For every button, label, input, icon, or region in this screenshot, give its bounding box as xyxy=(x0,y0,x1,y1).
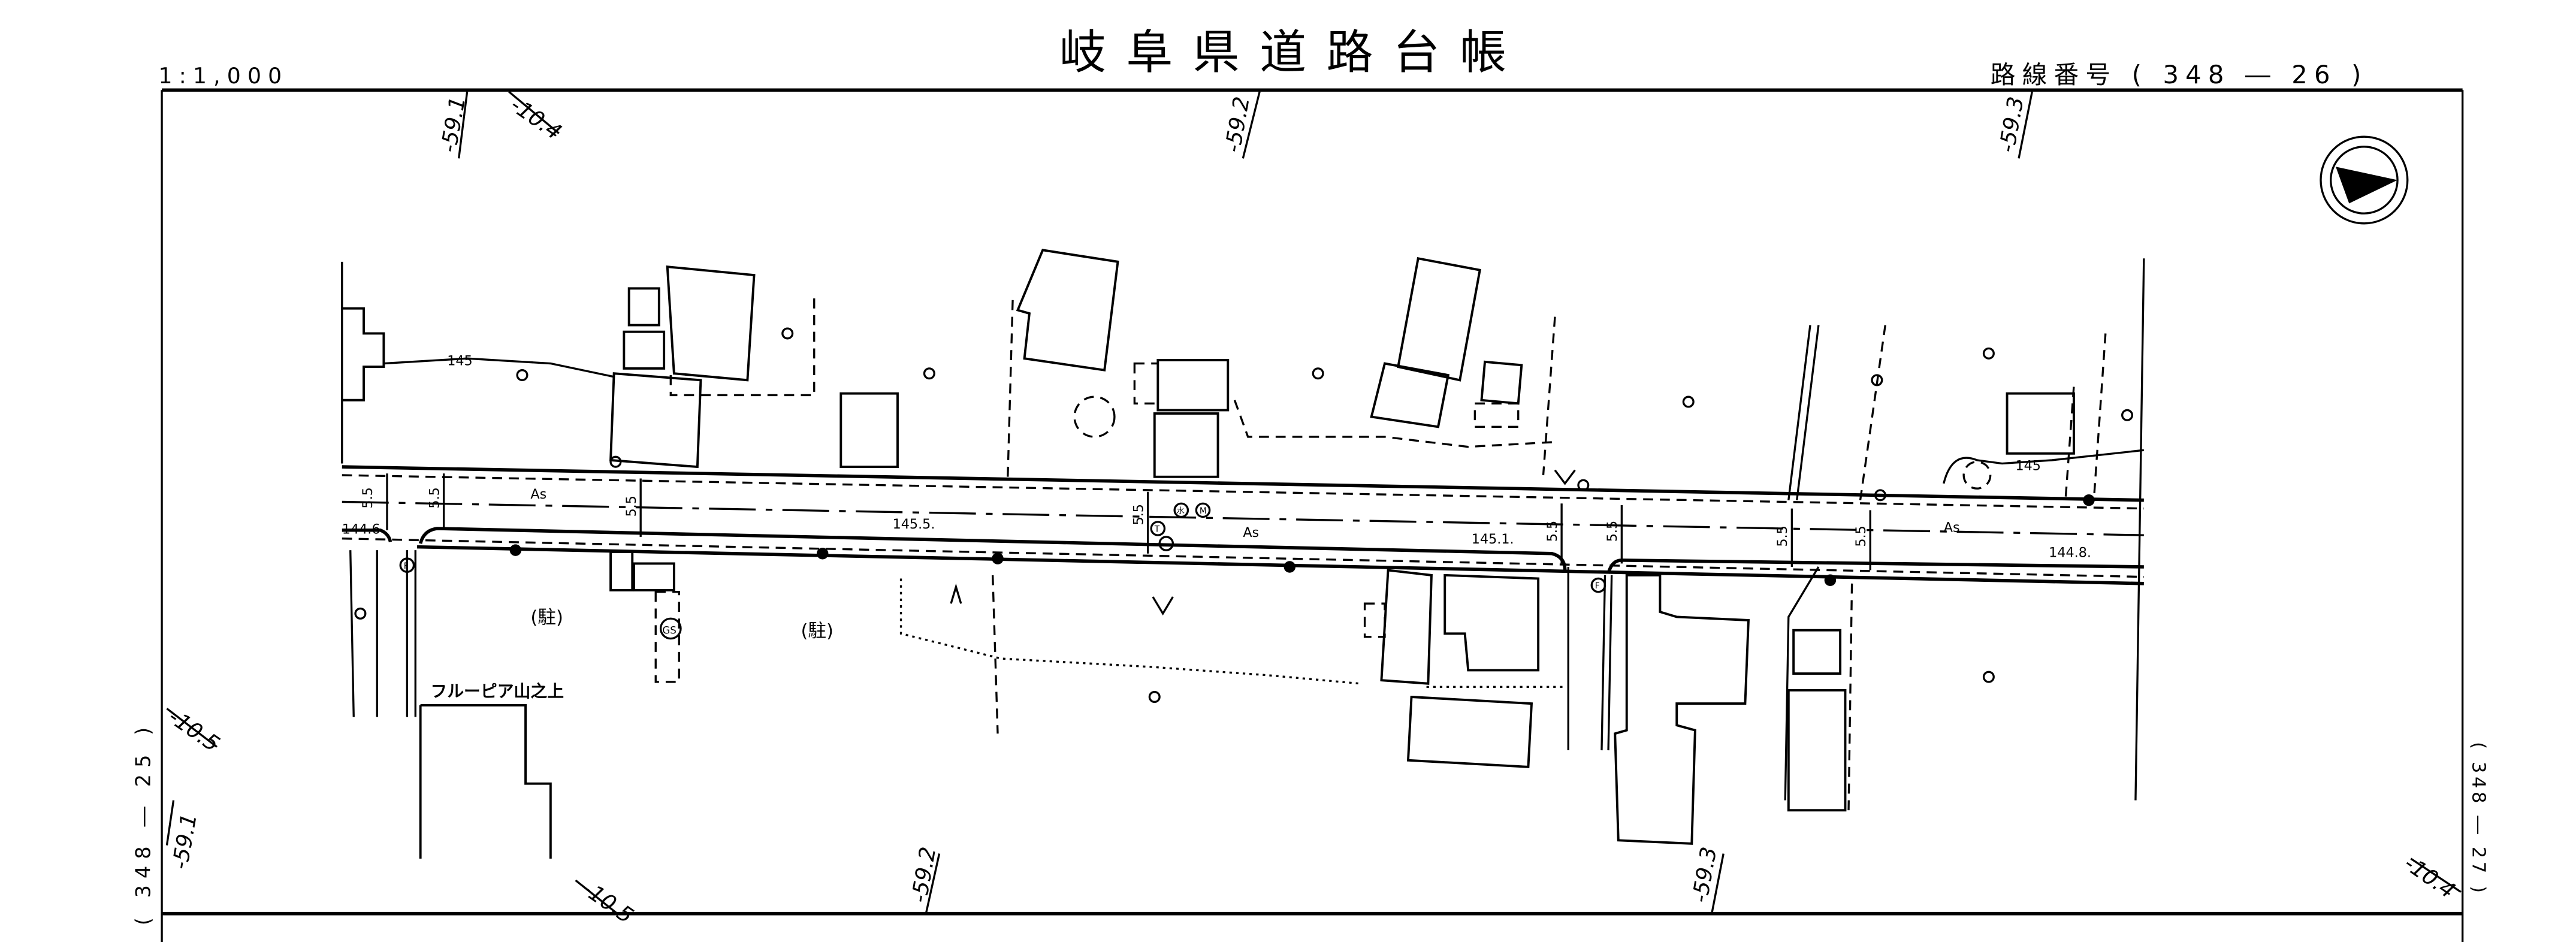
water-valve-label: 水 xyxy=(1176,506,1185,516)
grid-label: -10.4 xyxy=(506,92,566,145)
grid-label: -59.2 xyxy=(906,845,941,905)
grid-ticks xyxy=(165,90,2462,915)
width-label: 5.5 xyxy=(1775,526,1790,547)
road xyxy=(341,258,2145,801)
grid-label: -59.1 xyxy=(167,811,202,871)
telephone-label: T xyxy=(1154,525,1160,535)
sheet-title: 岐阜県道路台帳 xyxy=(1059,26,1527,80)
route-number: 路線番号 ( 348 ― 26 ) xyxy=(1991,60,2368,89)
elevation-label: 145.1. xyxy=(1472,532,1514,547)
contour-label: 145 xyxy=(447,353,472,369)
gas-station-icon xyxy=(659,617,682,640)
surface-label: As xyxy=(1944,520,1960,536)
hydrant-icon xyxy=(1590,577,1606,593)
width-label: 5.5 xyxy=(1605,521,1620,542)
telephone-icon xyxy=(1150,521,1166,536)
width-label: 5.5 xyxy=(1545,521,1560,542)
width-label: 5.5 xyxy=(427,487,442,508)
width-label: 5.5 xyxy=(624,496,639,517)
width-markers xyxy=(386,473,1871,570)
width-label: 5.5 xyxy=(1131,504,1146,525)
width-label: 5.5 xyxy=(360,487,376,508)
map-frame xyxy=(161,88,2464,942)
parking-label: (駐) xyxy=(530,608,563,629)
utility-poles xyxy=(509,494,2095,586)
grid-label: -10.4 xyxy=(2399,850,2460,904)
building-name: フルーピア山之上 xyxy=(430,681,564,701)
grid-label: -59.3 xyxy=(1994,95,2029,155)
hydrant-label: F xyxy=(1595,581,1600,591)
contour-line xyxy=(383,357,614,378)
elevation-label: 145.5. xyxy=(893,517,935,532)
grid-label: -59.1 xyxy=(436,95,471,155)
hydrant-label: F xyxy=(404,561,409,571)
north-arrow-icon xyxy=(2320,135,2409,225)
buildings-south xyxy=(419,550,1853,859)
farmland-symbol-icon xyxy=(1554,469,1576,485)
grid-label: -10.5 xyxy=(578,875,638,929)
manhole-label: M xyxy=(1200,506,1207,516)
elevation-label: 144.6 xyxy=(342,521,380,537)
scale-label: 1:1,000 xyxy=(159,63,289,89)
surface-label: As xyxy=(530,487,546,502)
manhole-icon xyxy=(1158,536,1174,551)
parking-label: (駐) xyxy=(801,621,833,642)
elevation-label: 144.8. xyxy=(2049,545,2091,560)
grid-label: -59.3 xyxy=(1687,845,1722,905)
adjacent-sheet-right: ( 348 ― 27 ) xyxy=(2468,742,2489,896)
buildings xyxy=(342,249,2107,500)
tree-symbols xyxy=(354,327,2134,704)
surface-label: As xyxy=(1243,525,1259,541)
grid-label: -10.5 xyxy=(164,704,224,757)
adjacent-sheet-left: ( 348 ― 25 ) xyxy=(132,721,155,926)
contour-line xyxy=(1943,449,2145,484)
farmland-symbol-icon xyxy=(1152,596,1174,616)
manhole-icon xyxy=(1195,502,1211,518)
contour-label: 145 xyxy=(2015,458,2040,474)
grid-label: -59.2 xyxy=(1219,95,1255,155)
gas-station-label: GS xyxy=(662,624,677,636)
width-label: 5.5 xyxy=(1853,526,1869,547)
hydrant-icon xyxy=(399,557,415,573)
water-valve-icon xyxy=(1173,502,1189,518)
field-symbol-icon xyxy=(950,583,962,604)
